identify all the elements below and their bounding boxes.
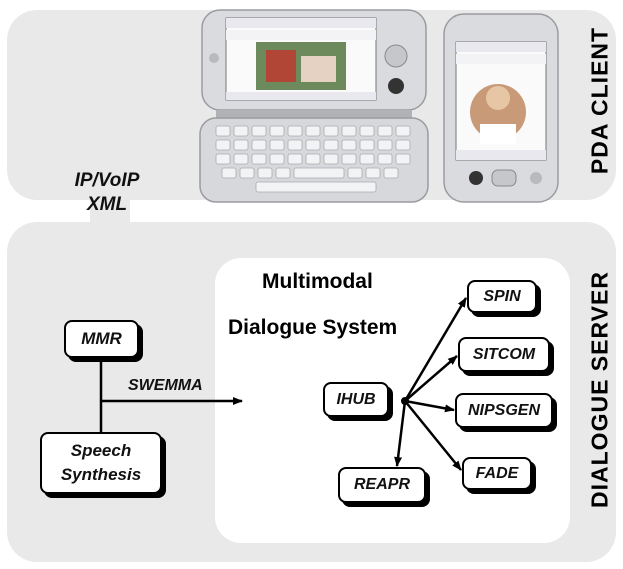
ihub-spin-arrow — [403, 297, 468, 402]
ihub-nipsgen-arrow — [404, 399, 455, 413]
swemma-edge-label: SWEMMA — [128, 377, 203, 394]
speech-synthesis-node: Speech Synthesis — [40, 432, 162, 494]
sitcom-node-label: SITCOM — [472, 345, 536, 363]
reapr-node: REAPR — [338, 467, 426, 503]
spin-node-label: SPIN — [483, 287, 521, 305]
ihub-fade-arrow — [404, 400, 462, 471]
sitcom-node: SITCOM — [458, 337, 550, 372]
pda-open-keyboard-illustration — [199, 9, 429, 203]
speech-synthesis-label-line2: Synthesis — [60, 465, 142, 484]
protocol-ip-voip: IP/VoIP — [74, 170, 140, 191]
spin-node: SPIN — [467, 280, 537, 313]
pda-handheld-illustration — [443, 13, 559, 203]
ihub-node: IHUB — [323, 382, 389, 417]
mmr-node: MMR — [64, 320, 139, 358]
bidirectional-arrow — [70, 132, 150, 270]
mmr-node-label: MMR — [81, 329, 122, 348]
fade-node-label: FADE — [475, 464, 519, 482]
ihub-sitcom-arrow — [404, 355, 458, 402]
ihub-hub-point — [401, 397, 409, 405]
ihub-node-label: IHUB — [336, 390, 376, 408]
speech-synthesis-label-line1: Speech — [70, 441, 132, 460]
system-title-line1: Multimodal — [262, 270, 373, 293]
nipsgen-node: NIPSGEN — [455, 393, 553, 428]
ihub-reapr-arrow — [394, 400, 407, 467]
protocol-xml: XML — [86, 194, 128, 215]
fade-node: FADE — [462, 457, 532, 490]
nipsgen-node-label: NIPSGEN — [467, 401, 540, 419]
reapr-node-label: REAPR — [353, 476, 410, 493]
system-title-line2: Dialogue System — [228, 316, 398, 339]
